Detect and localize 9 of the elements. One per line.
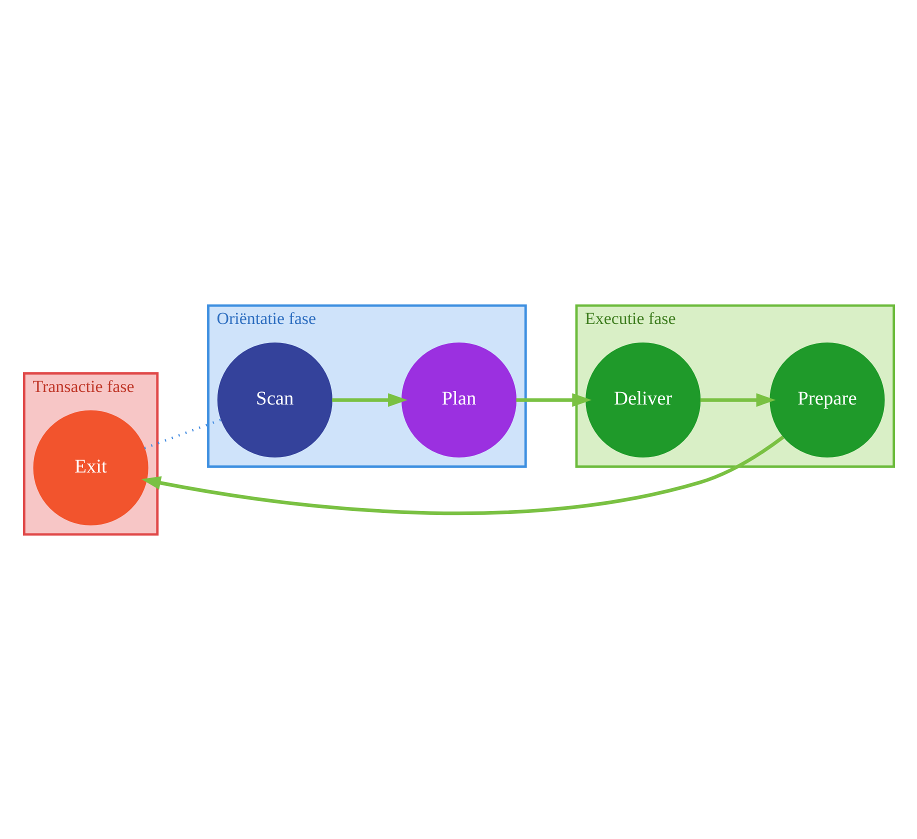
node-circle: Deliver bbox=[585, 342, 700, 458]
node-circle: Exit bbox=[32, 410, 148, 525]
node-circle: Plan bbox=[400, 342, 516, 458]
node-circle: Prepare bbox=[769, 342, 884, 458]
arrow bbox=[332, 392, 407, 406]
arrow bbox=[140, 435, 784, 515]
arrow bbox=[700, 392, 776, 406]
node-circle: Scan bbox=[216, 342, 332, 458]
arrow bbox=[516, 392, 592, 406]
